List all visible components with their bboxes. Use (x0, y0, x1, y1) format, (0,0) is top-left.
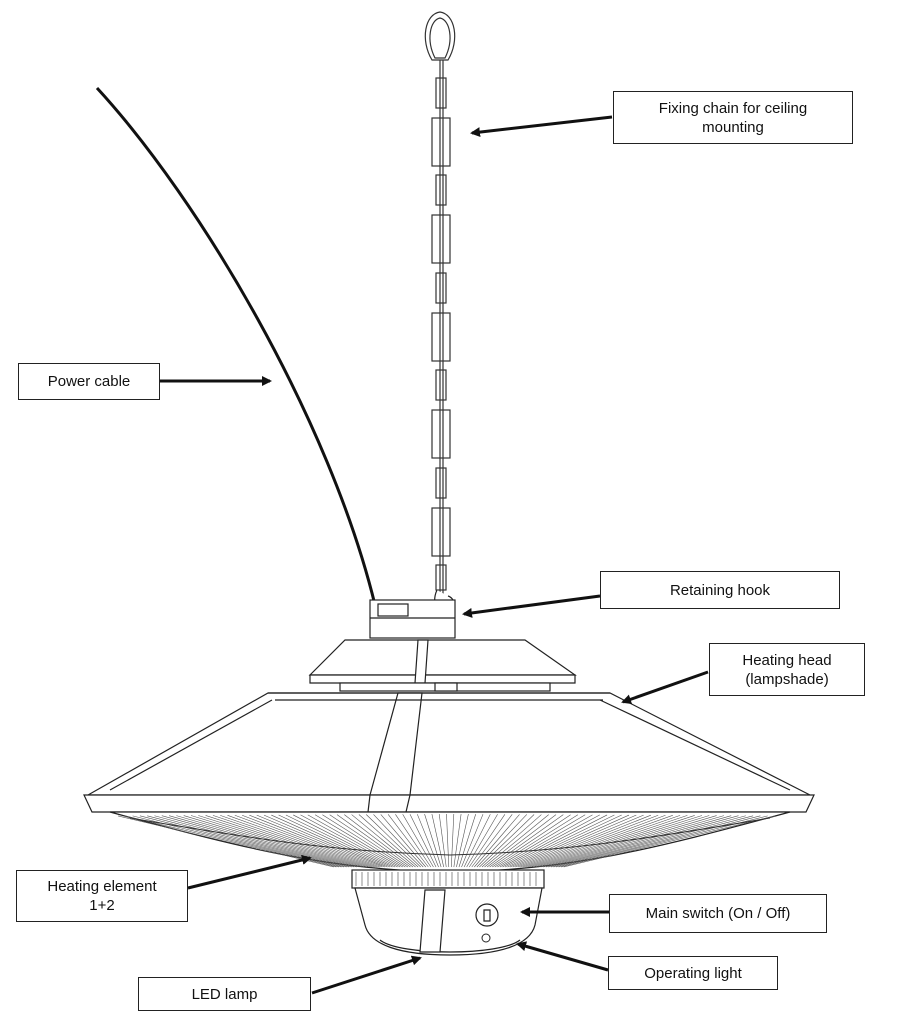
retaining-hook-drawing (369, 589, 456, 639)
label-power-cable: Power cable (18, 363, 160, 400)
upper-canopy-drawing (308, 639, 577, 692)
label-led-lamp-line1: LED lamp (191, 985, 258, 1003)
label-heating-head: Heating head (lampshade) (709, 643, 865, 696)
label-operating-light-line1: Operating light (644, 964, 742, 982)
heating-head-drawing (83, 692, 815, 813)
callout-arrows (160, 115, 709, 995)
label-retaining-hook-line1: Retaining hook (669, 581, 771, 599)
arrow-retaining-hook (462, 594, 601, 618)
label-power-cable-line1: Power cable (47, 373, 131, 390)
label-chain-line2: mounting (702, 118, 764, 136)
label-main-switch-line1: Main switch (On / Off) (645, 905, 791, 922)
label-heating-head-line1: Heating head (742, 651, 832, 669)
arrow-operating-light (516, 941, 609, 972)
arrow-heating-head (621, 670, 709, 705)
main-switch-drawing (475, 903, 499, 927)
power-cable-drawing (95, 86, 377, 606)
operating-light-drawing (481, 933, 491, 943)
base-housing-drawing (351, 869, 545, 956)
label-main-switch: Main switch (On / Off) (609, 894, 827, 933)
label-led-lamp: LED lamp (138, 977, 311, 1011)
arrow-heating-element (187, 855, 312, 890)
arrow-chain (470, 115, 613, 138)
label-heating-element: Heating element 1+2 (16, 870, 188, 922)
chain-drawing (424, 11, 456, 600)
heating-element-drawing (109, 811, 791, 873)
label-operating-light: Operating light (608, 956, 778, 990)
label-heating-element-line1: Heating element (47, 878, 157, 895)
label-heating-head-line2: (lampshade) (745, 670, 829, 688)
arrow-led-lamp (311, 955, 422, 995)
label-heating-element-line2: 1+2 (89, 897, 115, 914)
label-retaining-hook: Retaining hook (600, 571, 840, 609)
label-chain: Fixing chain for ceiling mounting (613, 91, 853, 144)
label-chain-line1: Fixing chain for ceiling (658, 99, 808, 117)
